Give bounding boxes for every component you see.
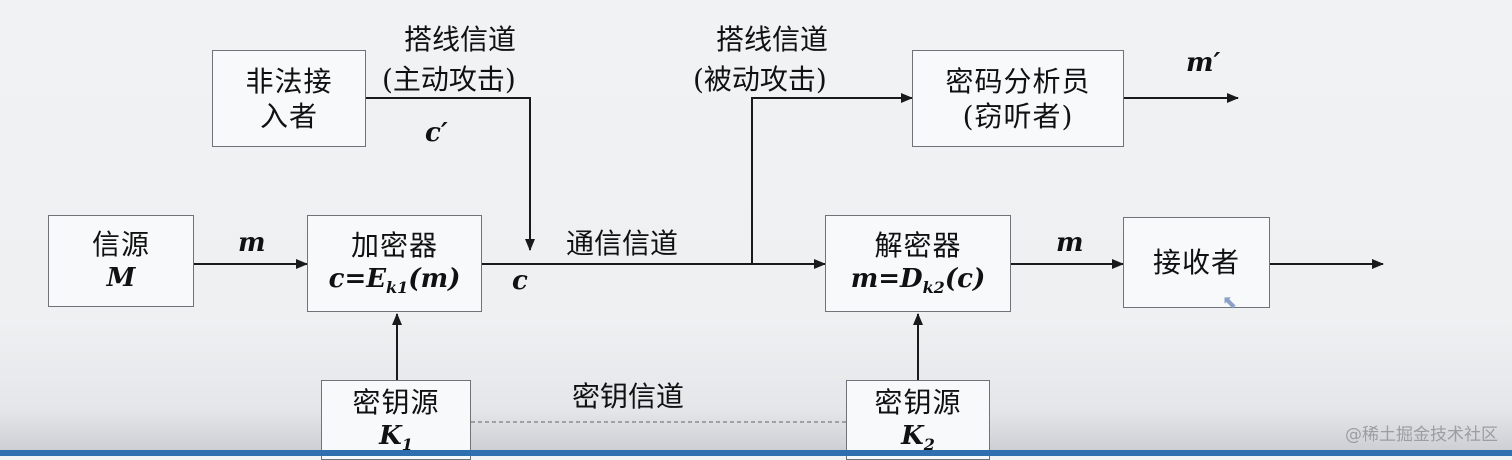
passive-tap-label-line2: (被动攻击)	[693, 63, 827, 96]
key-source-1-box: 密钥源 K1	[321, 380, 471, 460]
key-source-2-symbol-main: K	[901, 421, 924, 451]
m-input-label: m	[238, 228, 266, 258]
decryptor-line1: 解密器	[874, 229, 962, 263]
passive-tap-label-line1: 搭线信道	[716, 23, 829, 56]
key-source-2-symbol: K2	[901, 420, 935, 455]
c-output-label: c	[512, 266, 528, 296]
key-source-1-symbol: K1	[379, 420, 413, 455]
encryptor-formula-tail: (m)	[408, 264, 461, 295]
encryptor-formula: c=Ek1(m)	[329, 263, 461, 298]
key-source-1-symbol-sub: 1	[401, 435, 413, 455]
cryptanalyst-line1: 密码分析员	[945, 64, 1091, 98]
key-channel-label: 密钥信道	[572, 380, 685, 413]
illegal-access-line1: 非法接	[245, 64, 333, 98]
comm-channel-label: 通信信道	[566, 227, 679, 260]
decryptor-formula-sub: k2	[922, 278, 945, 298]
receiver-line1: 接收者	[1152, 246, 1240, 279]
key-source-1-line1: 密钥源	[352, 386, 440, 419]
encryptor-line1: 加密器	[350, 229, 438, 263]
receiver-box: 接收者	[1123, 217, 1270, 308]
source-line1: 信源	[91, 228, 150, 262]
decryptor-formula-tail: (c)	[944, 264, 986, 295]
arrow-passive-tap	[751, 93, 913, 264]
bottom-accent-bar	[0, 450, 1512, 456]
key-source-2-line1: 密钥源	[874, 386, 962, 419]
decryptor-formula: m=Dk2(c)	[851, 263, 986, 298]
mouse-cursor-icon: ⬉	[1222, 292, 1238, 313]
active-tap-label-line1: 搭线信道	[404, 23, 517, 56]
key-source-2-box: 密钥源 K2	[846, 380, 990, 460]
decryptor-box: 解密器 m=Dk2(c)	[825, 215, 1011, 312]
encryptor-formula-sub: k1	[386, 278, 409, 298]
source-box: 信源 M	[48, 215, 194, 307]
arrow-active-tap	[366, 97, 535, 251]
illegal-access-line2: 入者	[259, 99, 318, 133]
encryptor-box: 加密器 c=Ek1(m)	[307, 215, 482, 312]
c-prime-label: c′	[425, 118, 448, 148]
source-line2: M	[106, 263, 136, 294]
active-tap-label-line2: (主动攻击)	[382, 63, 516, 96]
encryptor-formula-main: c=E	[328, 264, 387, 295]
cryptanalyst-box: 密码分析员 (窃听者)	[912, 50, 1124, 147]
cryptanalyst-line2: (窃听者)	[962, 99, 1074, 133]
key-source-2-symbol-sub: 2	[923, 435, 935, 455]
decryptor-formula-main: m=D	[850, 264, 923, 295]
m-output-label: m	[1056, 228, 1084, 258]
m-prime-label: m′	[1186, 48, 1221, 78]
illegal-access-box: 非法接 入者	[212, 50, 366, 147]
watermark: @稀土掘金技术社区	[1345, 425, 1498, 445]
key-source-1-symbol-main: K	[379, 421, 402, 451]
